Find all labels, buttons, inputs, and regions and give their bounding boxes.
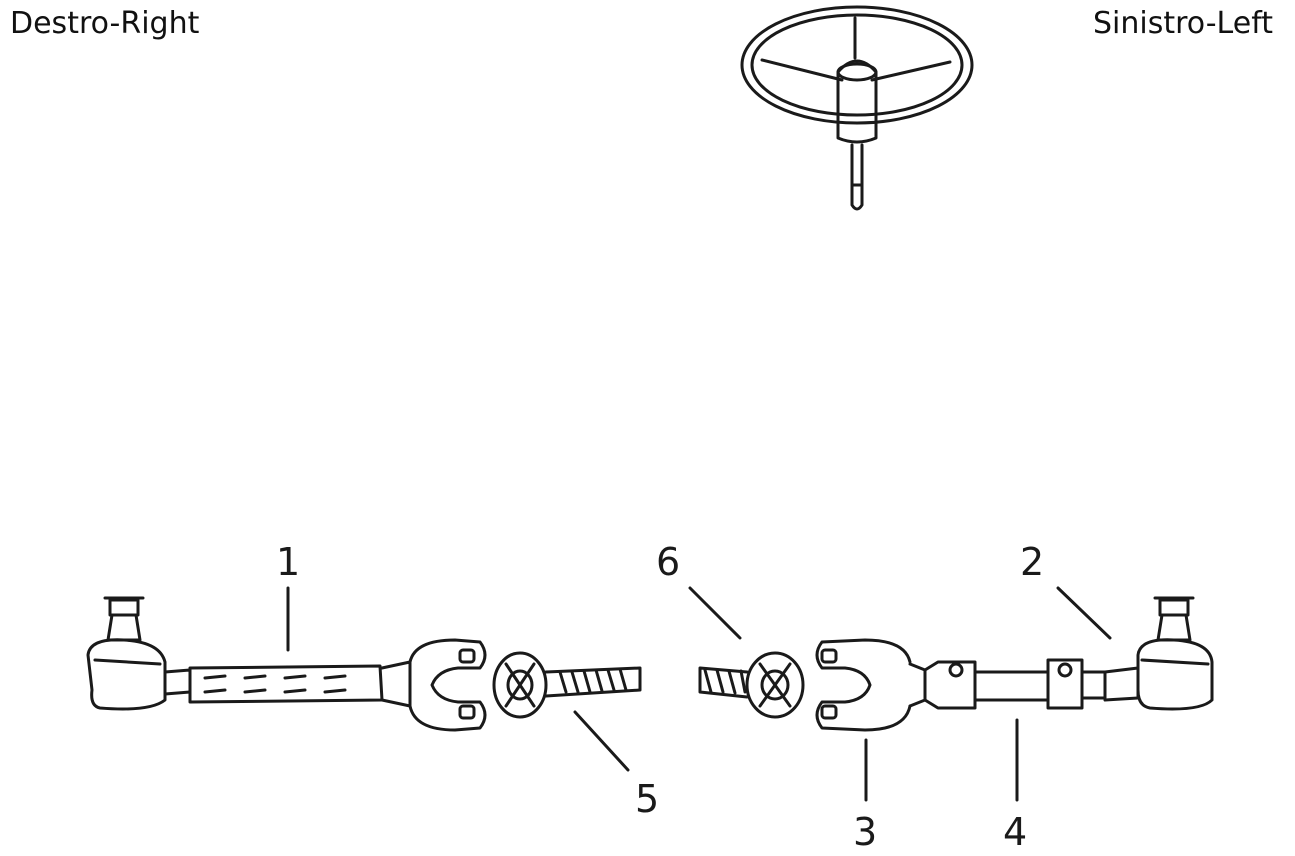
leader-line-2: [1056, 586, 1112, 640]
leader-line-5: [573, 710, 630, 772]
left-side-label: Sinistro-Left: [1093, 6, 1273, 41]
right-tie-rod-tube: [923, 658, 1107, 710]
right-clevis: [815, 638, 927, 732]
right-steering-joint: [698, 651, 805, 719]
callout-3: 3: [853, 810, 877, 854]
callout-1: 1: [276, 540, 300, 584]
left-clevis: [408, 638, 487, 732]
callout-2: 2: [1020, 540, 1044, 584]
right-side-label: Destro-Right: [10, 6, 200, 41]
callout-4: 4: [1003, 810, 1027, 854]
right-tie-rod-end: [1103, 596, 1214, 711]
callout-6: 6: [656, 540, 680, 584]
callout-5: 5: [635, 777, 659, 821]
left-tie-rod-tube: [188, 660, 412, 708]
left-steering-joint: [492, 651, 642, 719]
left-tie-rod-end: [86, 596, 192, 711]
steering-wheel-icon: [740, 5, 974, 211]
leader-line-6: [688, 586, 742, 640]
